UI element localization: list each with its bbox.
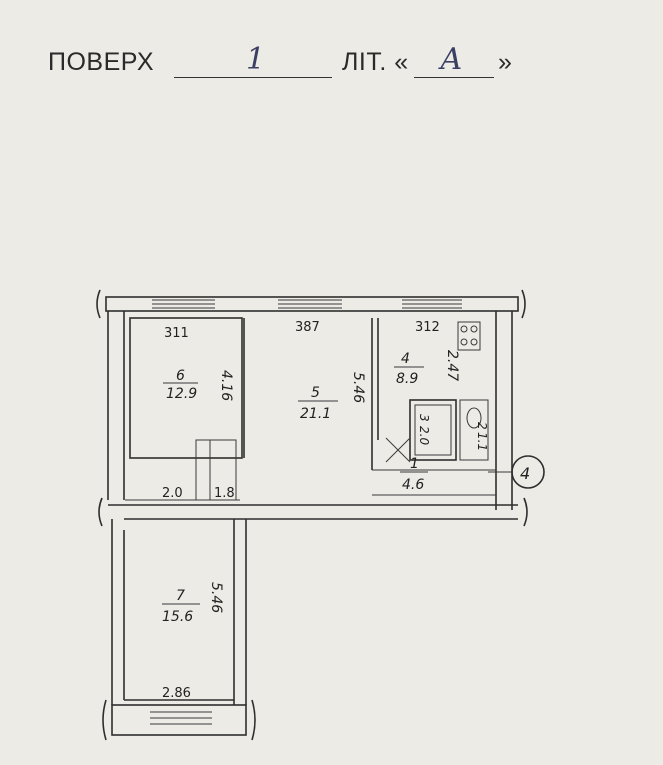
window-top-1	[152, 299, 215, 309]
floor-label: ПОВЕРХ	[48, 48, 154, 76]
room7-area: 15.6	[162, 609, 193, 625]
room1-number: 1	[410, 456, 419, 472]
dim-1-8: 1.8	[214, 486, 235, 501]
room6-area: 12.9	[166, 386, 197, 402]
walls	[96, 289, 528, 741]
lit-underline	[414, 77, 494, 78]
room5-side-dim: 5.46	[350, 372, 366, 403]
room2-area: 1.1	[475, 432, 489, 451]
window-bottom	[150, 711, 212, 725]
room3-number: 3	[417, 414, 431, 422]
room6-number: 6	[176, 368, 185, 384]
window-top-3	[402, 299, 462, 309]
floor-underline	[174, 77, 332, 78]
room2-number: 2	[475, 422, 489, 430]
room5-area: 21.1	[300, 406, 331, 422]
room1-area: 4.6	[402, 477, 424, 493]
room7-number: 7	[176, 588, 185, 604]
room4-number: 4	[401, 351, 410, 367]
dim-top-2: 387	[295, 320, 320, 335]
window-top-2	[278, 299, 342, 309]
dim-bottom: 2.86	[162, 686, 191, 701]
room5-number: 5	[311, 385, 320, 401]
room4-area: 8.9	[396, 371, 418, 387]
lit-label: ЛІТ. «	[342, 48, 409, 76]
marker-label: 4	[520, 464, 530, 483]
lit-value: А	[440, 42, 464, 77]
room4-side-dim: 2.47	[444, 350, 460, 381]
floor-value: 1	[246, 42, 266, 77]
dim-top-1: 311	[164, 326, 189, 341]
lit-close: »	[498, 48, 513, 76]
dim-2-0: 2.0	[162, 486, 183, 501]
dim-top-3: 312	[415, 320, 440, 335]
room3-area: 2.0	[417, 426, 431, 445]
room7-side-dim: 5.46	[208, 582, 224, 613]
room6-side-dim: 4.16	[218, 370, 234, 401]
